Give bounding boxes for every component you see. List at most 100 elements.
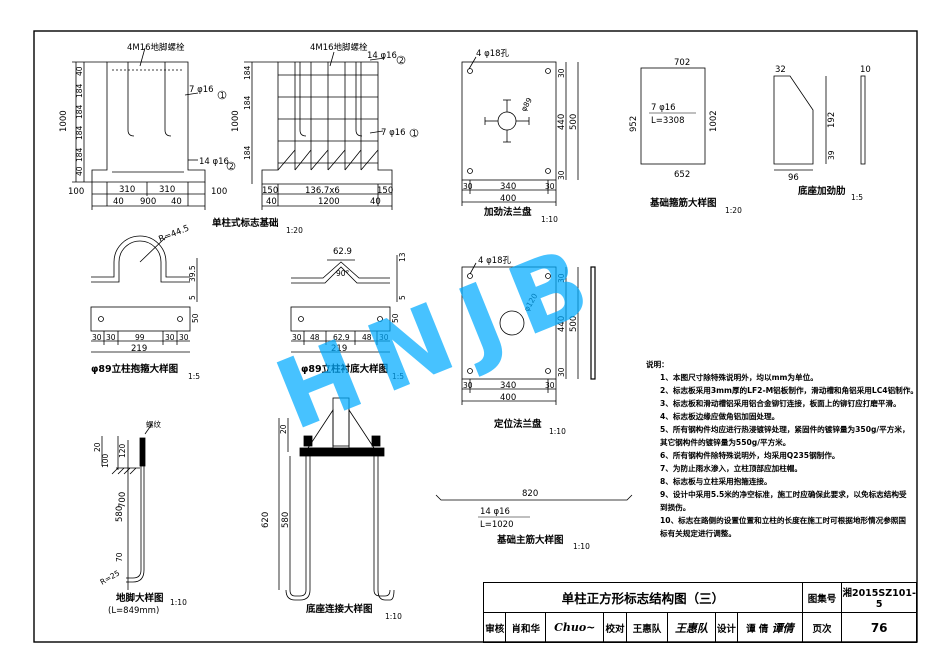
hoop-rebar [640, 67, 706, 165]
note-item: 标有关规定进行调整。 [660, 529, 736, 538]
hug-dim-3: 30 [165, 333, 175, 342]
dim-left-3: 184 [75, 125, 84, 140]
base-title: 底座连接大样图 [305, 603, 373, 615]
foundation-bolt-label: 4M16地脚螺栓 [127, 42, 185, 53]
note-item: 4、标志板边缘应做角铝加固处理。 [660, 412, 780, 421]
designer-name: 谭 倩 谭倩 [737, 612, 803, 643]
liner-angle: 90° [336, 269, 350, 278]
dim-left-4: 184 [75, 147, 84, 162]
dim-100-right: 100 [211, 187, 227, 197]
sf-dim-400: 400 [500, 194, 516, 204]
foundation-rebar-label-1b: 7 φ16 [381, 128, 406, 138]
dim-1367: 136.7x6 [305, 186, 340, 196]
hug-hoop-dim-50: 50 [191, 313, 200, 323]
sheet-border [33, 30, 918, 643]
note-item: 9、设计中采用5.5米的净空标准，施工时应确保此要求，以免标志结构受 [660, 490, 907, 499]
reviewer-name: 肖和华 [505, 612, 547, 643]
sf-dim-30-d: 30 [557, 170, 566, 180]
anchor-title: 地脚大样图 [116, 592, 164, 604]
liner-dim-3: 48 [362, 333, 372, 342]
anchor-thread: 螺纹 [146, 419, 161, 429]
main-rebar-length: L=1020 [480, 520, 514, 530]
anchor-dim-20: 20 [93, 442, 102, 452]
hug-hoop [90, 235, 198, 353]
stiffened-flange-scale: 1:10 [541, 215, 558, 224]
hug-hoop-scale: 1:5 [188, 372, 200, 381]
base-dim-20: 20 [279, 424, 288, 434]
designer-signature: 谭倩 [771, 621, 794, 635]
dim-left-0: 40 [75, 66, 84, 76]
note-item: 6、所有钢构件除特殊说明外，均采用Q235钢制作。 [660, 451, 840, 460]
rib-dim-32: 32 [775, 65, 786, 75]
dim-184-r1: 184 [243, 65, 252, 80]
base-dim-580: 580 [281, 512, 291, 528]
pf-dim-30-c: 30 [557, 273, 566, 283]
liner-dim-2: 62.9 [333, 333, 350, 342]
foundation-rebar-num-2b: 2 [399, 56, 404, 65]
dim-left-2: 184 [75, 104, 84, 119]
pf-dim-400: 400 [500, 393, 516, 403]
liner-dim-13: 13 [398, 252, 407, 262]
foundation-scale: 1:20 [286, 226, 303, 235]
design-label: 设计 [714, 612, 739, 643]
hug-hoop-dim-5: 5 [188, 295, 197, 300]
page-number: 76 [841, 612, 917, 643]
review-label: 审核 [482, 612, 507, 643]
anchor-radius: R=25 [99, 568, 122, 586]
hoop-dim-left: 952 [629, 116, 639, 132]
hug-hoop-dim-395: 39.5 [188, 265, 197, 282]
note-item: 8、标志板与立柱采用抱箍连接。 [660, 477, 772, 486]
hug-hoop-radius: R=44.5 [157, 224, 190, 245]
anchor-bolt [101, 423, 153, 590]
dim-1000-right: 1000 [231, 110, 241, 132]
dim-310-a: 310 [119, 185, 135, 195]
anchor-scale: 1:10 [170, 598, 187, 607]
main-rebar-dim: 820 [522, 489, 538, 499]
foundation-rebar-num-1: 1 [220, 91, 225, 100]
liner [290, 255, 398, 353]
dim-left-5: 40 [75, 166, 84, 176]
hoop-scale: 1:20 [725, 206, 742, 215]
position-flange [461, 262, 596, 405]
liner-dim-1: 48 [310, 333, 320, 342]
hug-total: 219 [131, 344, 147, 354]
sf-dim-30-c: 30 [557, 68, 566, 78]
base-connection [278, 397, 395, 601]
liner-title: φ89立柱衬底大样图 [301, 363, 388, 375]
main-rebar-scale: 1:10 [573, 542, 590, 551]
dim-150-b: 150 [377, 186, 393, 196]
dim-310-b: 310 [159, 185, 175, 195]
stiffened-flange-holes: 4 φ18孔 [476, 49, 510, 59]
dim-184-r2: 184 [243, 95, 252, 110]
anchor-subtitle: (L=849mm) [108, 606, 159, 616]
foundation-rebar-label-2: 14 φ16 [199, 157, 229, 167]
main-rebar [435, 494, 633, 501]
dim-left-1: 184 [75, 83, 84, 98]
sf-dim-340: 340 [500, 182, 516, 192]
hug-dim-0: 30 [92, 333, 102, 342]
foundation-right-view [244, 51, 393, 210]
hug-dim-1: 30 [106, 333, 116, 342]
anchor-dim-700: 700 [118, 492, 128, 508]
atlas-number: 湘2015SZ101-5 [841, 582, 917, 613]
foundation-bolt-label-2: 4M16地脚螺栓 [310, 42, 368, 53]
dim-40-b: 40 [171, 197, 182, 207]
hug-dim-4: 30 [179, 333, 189, 342]
sf-dim-30-b: 30 [545, 182, 555, 191]
liner-dim-50: 50 [391, 313, 400, 323]
base-dim-620: 620 [261, 512, 271, 528]
dim-900: 900 [140, 197, 156, 207]
note-item: 7、为防止雨水渗入，立柱顶部应加柱帽。 [660, 464, 802, 473]
anchor-dim-70: 70 [115, 552, 124, 562]
dim-150-a: 150 [262, 186, 278, 196]
main-rebar-title: 基础主筋大样图 [496, 534, 564, 546]
drawing-title: 单柱正方形标志结构图（三） [483, 582, 803, 613]
hoop-length: L=3308 [651, 116, 685, 126]
notes-heading: 说明： [646, 360, 669, 369]
dim-100-left: 100 [68, 187, 84, 197]
rib-scale: 1:5 [851, 193, 863, 202]
dim-184-r3: 184 [243, 145, 252, 160]
sf-dim-440: 440 [557, 114, 567, 130]
position-flange-scale: 1:10 [549, 427, 566, 436]
dim-40-a: 40 [113, 197, 124, 207]
